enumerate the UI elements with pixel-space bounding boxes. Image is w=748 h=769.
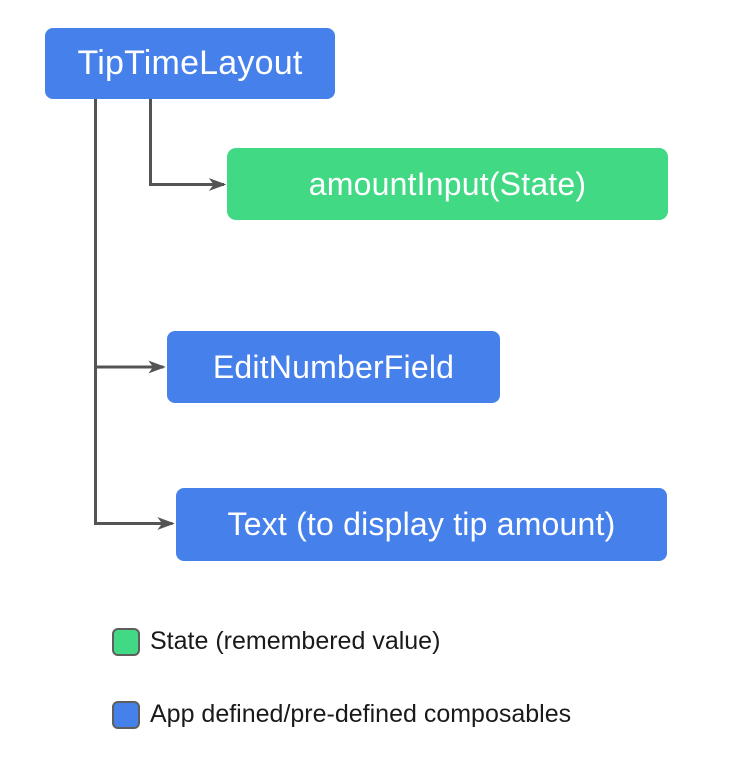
- legend-swatch-blue: [112, 700, 140, 729]
- node-editnumberfield-label: EditNumberField: [212, 348, 455, 385]
- legend-label-composables: App defined/pre-defined composables: [150, 700, 572, 728]
- legend-label-state: State (remembered value): [150, 627, 441, 655]
- edge-root-to-text: [94, 99, 173, 524]
- node-text-display-tip-amount-label: Text (to display tip amount): [227, 506, 616, 542]
- legend-item-composables: App defined/pre-defined composables: [112, 700, 571, 729]
- node-editnumberfield: EditNumberField: [167, 331, 500, 403]
- node-text-display-tip-amount: Text (to display tip amount): [176, 488, 667, 561]
- legend-item-state: State (remembered value): [112, 627, 440, 656]
- edge-root-to-amountinput: [149, 99, 225, 185]
- legend-swatch-green: [112, 627, 140, 656]
- node-amountinput-state-label: amountInput(State): [308, 165, 587, 202]
- node-amountinput-state: amountInput(State): [227, 148, 668, 220]
- node-tiptimelayout: TipTimeLayout: [45, 28, 335, 99]
- node-tiptimelayout-label: TipTimeLayout: [77, 44, 303, 82]
